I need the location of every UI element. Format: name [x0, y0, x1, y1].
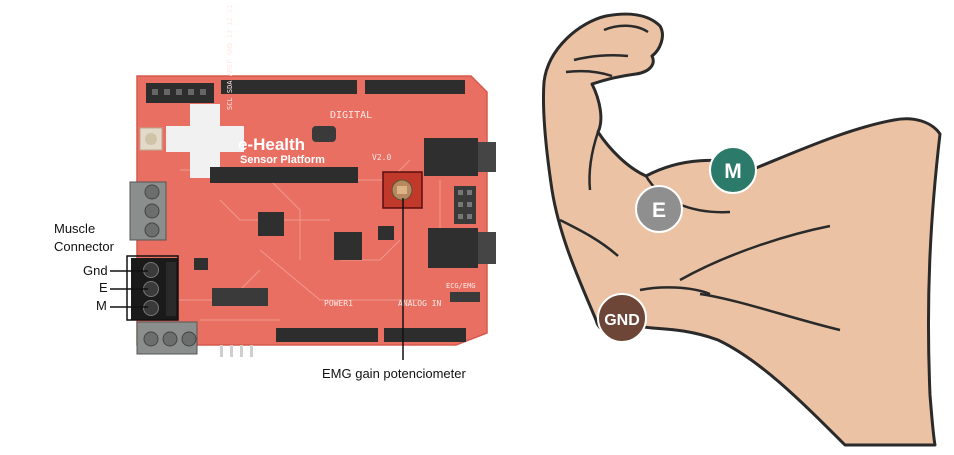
- chip-3: [212, 288, 268, 306]
- board-version: V2.0: [372, 153, 391, 162]
- ecg-emg-switch: [450, 292, 480, 302]
- board-label-ecg-emg: ECG/EMG: [446, 282, 476, 290]
- label-muscle-connector-line1: Muscle: [54, 221, 95, 236]
- muscle-connector-outline: [126, 255, 179, 321]
- header-digital-right: [365, 80, 465, 94]
- board-brand-line2: Sensor Platform: [240, 154, 325, 166]
- forearm-line-1: [588, 131, 600, 191]
- elbow-line: [639, 286, 711, 296]
- jack-1: [424, 138, 496, 176]
- capacitor: [312, 126, 336, 142]
- board-label-power: POWER1: [324, 299, 353, 308]
- fist-thumb: [603, 24, 649, 34]
- board-brand-line1: e-Health: [238, 135, 305, 154]
- label-muscle-connector-line2: Connector: [54, 239, 115, 254]
- chip-4: [378, 226, 394, 240]
- jack-2: [428, 228, 496, 268]
- header-power: [276, 328, 378, 342]
- label-gnd: Gnd: [83, 263, 108, 278]
- label-e: E: [99, 280, 108, 295]
- header-long: [210, 167, 358, 183]
- label-emg-gain: EMG gain potenciometer: [322, 366, 466, 381]
- forearm-line-2: [559, 218, 619, 257]
- electrode-m: M: [709, 146, 757, 194]
- board-label-digital: DIGITAL: [330, 110, 372, 121]
- arm-illustration: [541, 12, 942, 447]
- chip-5: [194, 258, 208, 270]
- electrode-e: E: [635, 185, 683, 233]
- board-pin-labels-top: SCL SDA AREF GND 13 12 11 10 9 8: [226, 0, 234, 110]
- header-analog: [384, 328, 466, 342]
- screw-terminal-bottom: [136, 321, 198, 355]
- board-cross-marking: [166, 104, 244, 178]
- fist-line-2: [565, 69, 613, 78]
- arm-skin: [541, 12, 942, 447]
- e-health-board: DIGITAL SCL SDA AREF GND 13 12 11 10 9 8…: [126, 0, 496, 357]
- tricep-line: [679, 224, 831, 282]
- bottom-pins: [220, 345, 253, 357]
- electrode-gnd-label: GND: [604, 312, 640, 329]
- label-m: M: [96, 298, 107, 313]
- chip-2: [334, 232, 362, 260]
- chip-1: [258, 212, 284, 236]
- tricep-line-2: [699, 292, 841, 332]
- jumper-header: [454, 186, 476, 224]
- screw-terminal-upper: [129, 181, 167, 241]
- electrode-m-label: M: [724, 160, 742, 183]
- board-label-analog: ANALOG IN: [398, 299, 442, 308]
- fist-line-1: [573, 53, 629, 62]
- electrode-gnd: GND: [597, 293, 647, 343]
- header-digital-left: [221, 80, 357, 94]
- electrode-e-label: E: [652, 199, 666, 222]
